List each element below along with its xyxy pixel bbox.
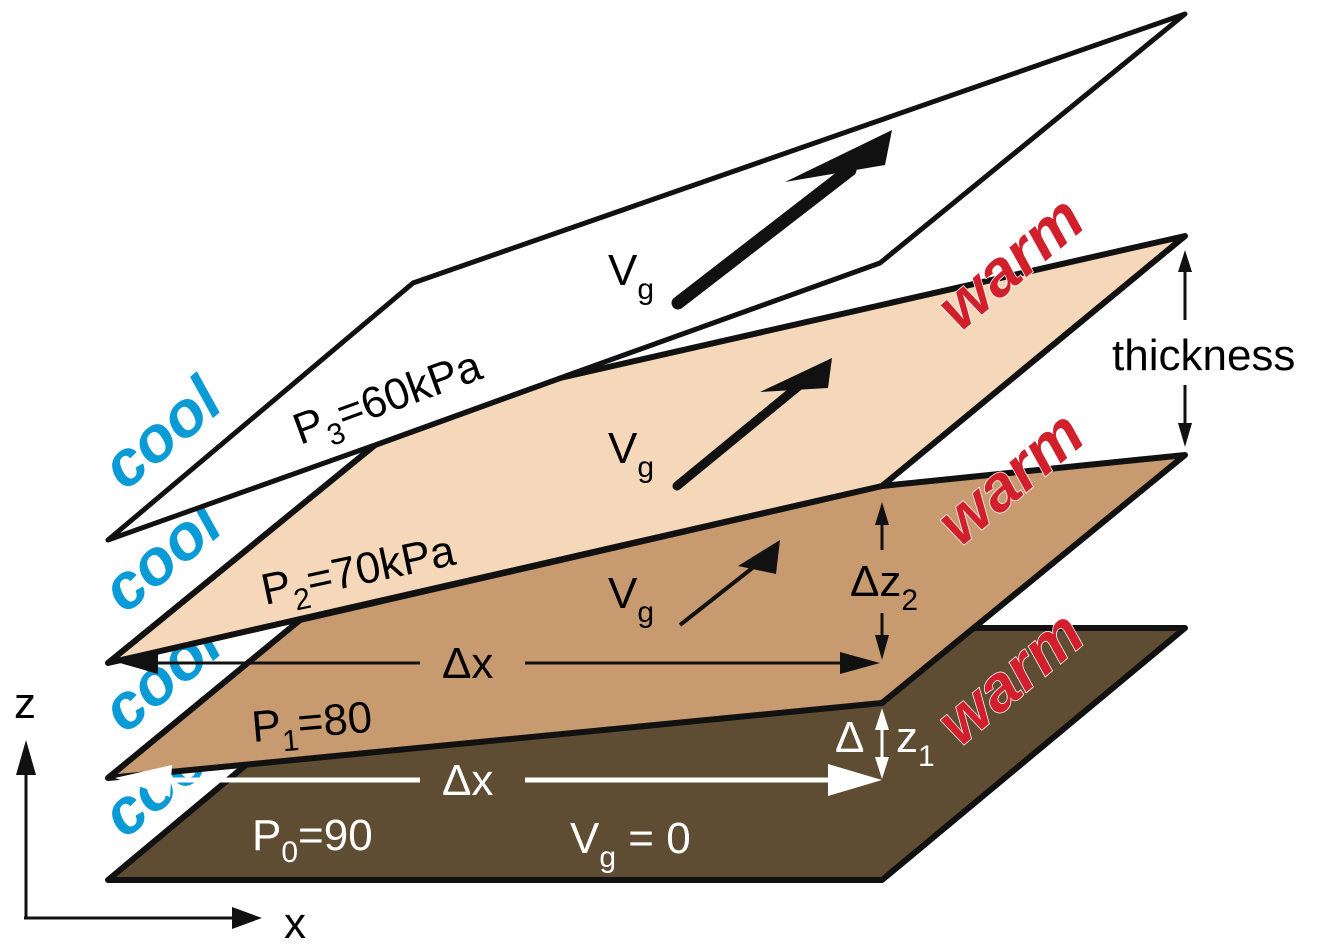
- layer-p1: [105, 452, 1188, 781]
- dz1-arrow: [875, 708, 889, 779]
- vg-zero-label: Vg = 0: [570, 814, 691, 874]
- vg-label-1: Vg: [608, 569, 654, 629]
- vg-arrow-middle: [672, 358, 832, 491]
- dx-arrow-upper: [120, 652, 880, 674]
- dz2-label: Δz2: [850, 557, 918, 617]
- dz1-delta-label: Δ: [835, 713, 864, 762]
- thickness-arrow: [1178, 250, 1192, 447]
- vg-label-2: Vg: [608, 424, 654, 484]
- dx-arrow-lower: [115, 764, 882, 797]
- dx-label-lower: Δx: [442, 756, 493, 805]
- dz2-arrow: [875, 502, 889, 660]
- p1-label: P1=80: [250, 693, 375, 761]
- thickness-label: thickness: [1112, 331, 1295, 380]
- x-arrowhead-icon: [232, 907, 262, 929]
- dz1-label: z1: [896, 713, 935, 773]
- axes: z x: [14, 679, 306, 948]
- vg-label-3: Vg: [608, 246, 654, 306]
- p0-label: P0=90: [252, 811, 373, 869]
- vg-arrow-top: [671, 130, 892, 310]
- layer-p3: [105, 11, 1188, 543]
- layer-p2: [105, 233, 1188, 666]
- dx-label-upper: Δx: [442, 639, 493, 688]
- z-axis-label: z: [14, 679, 36, 728]
- x-axis-label: x: [284, 899, 306, 948]
- vg-arrow-bottom: [678, 540, 780, 627]
- z-arrowhead-icon: [16, 740, 36, 775]
